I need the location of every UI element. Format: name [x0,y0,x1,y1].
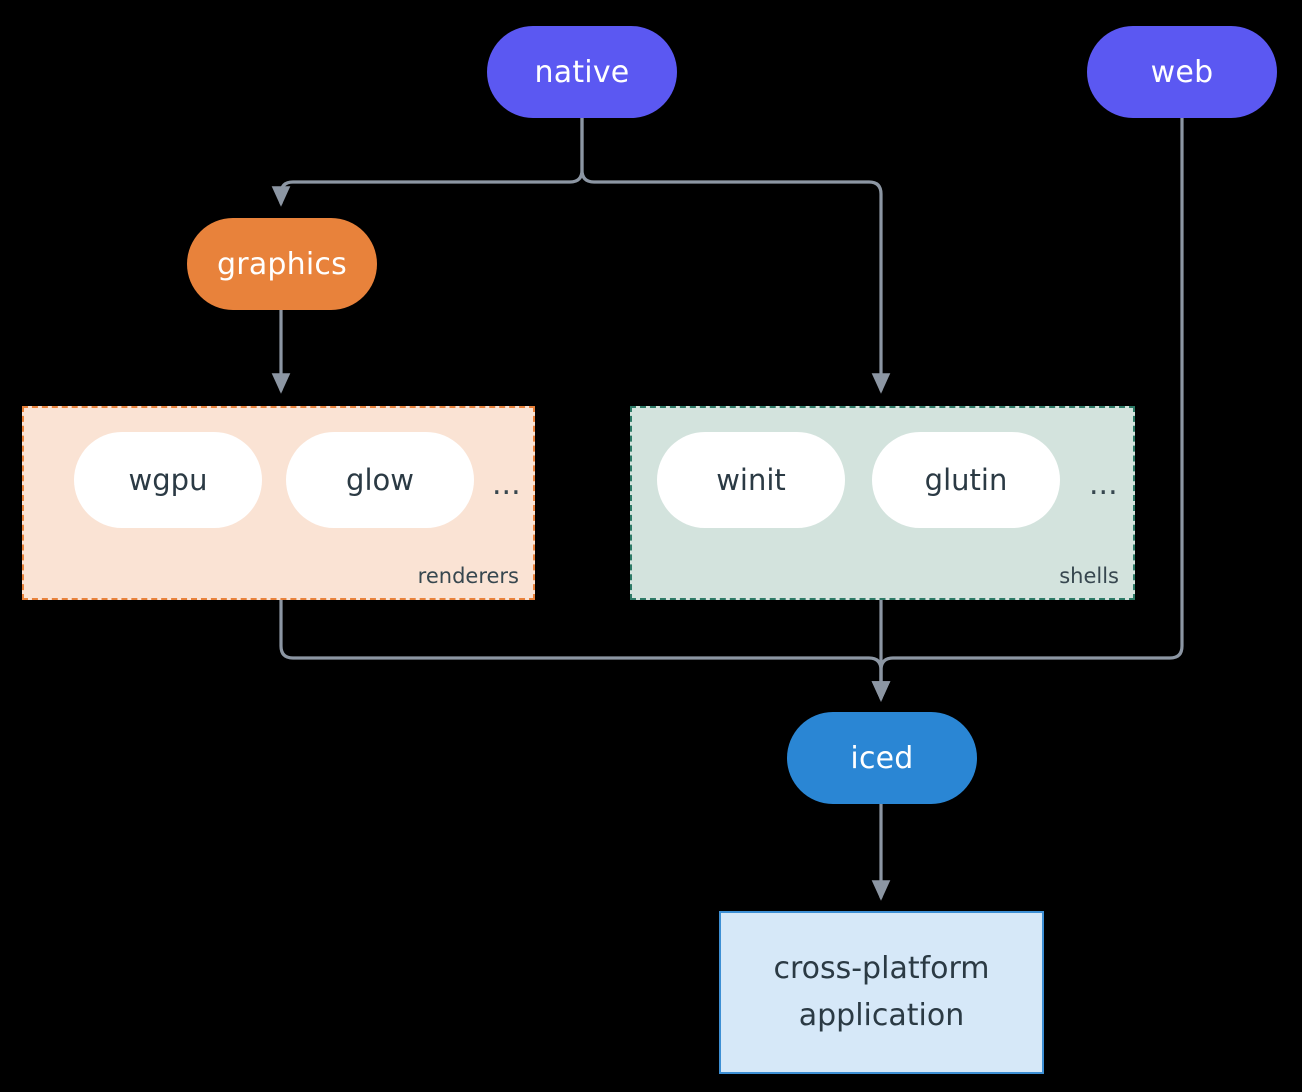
node-web[interactable]: web [1087,26,1277,118]
application-label-line1: cross-platform [773,951,990,986]
group-renderers: wgpu glow ... renderers [22,406,535,600]
sub-node-glutin[interactable]: glutin [872,432,1060,528]
node-graphics[interactable]: graphics [187,218,377,310]
sub-node-glutin-label: glutin [924,463,1008,497]
node-web-label: web [1150,54,1214,90]
sub-node-wgpu[interactable]: wgpu [74,432,262,528]
group-shells: winit glutin ... shells [630,406,1135,600]
renderers-overflow-ellipsis: ... [492,467,521,502]
node-iced[interactable]: iced [787,712,977,804]
node-iced-label: iced [850,740,914,776]
shells-overflow-ellipsis: ... [1089,467,1118,502]
edge-native-shells [580,116,891,394]
sub-node-glow[interactable]: glow [286,432,474,528]
group-renderers-label: renderers [417,564,519,588]
group-shells-label: shells [1059,564,1119,588]
sub-node-glow-label: glow [346,463,414,497]
node-graphics-label: graphics [217,246,347,282]
node-cross-platform-application[interactable]: cross-platform application [719,911,1044,1074]
node-native-label: native [534,54,630,90]
application-label-line2: application [798,997,965,1033]
sub-node-wgpu-label: wgpu [128,463,208,497]
edge-native-split [271,116,584,207]
sub-node-winit[interactable]: winit [657,432,845,528]
node-native[interactable]: native [487,26,677,118]
sub-node-winit-label: winit [716,463,786,497]
edge-renderers-iced [279,598,891,702]
edge-web-iced [871,116,1184,702]
